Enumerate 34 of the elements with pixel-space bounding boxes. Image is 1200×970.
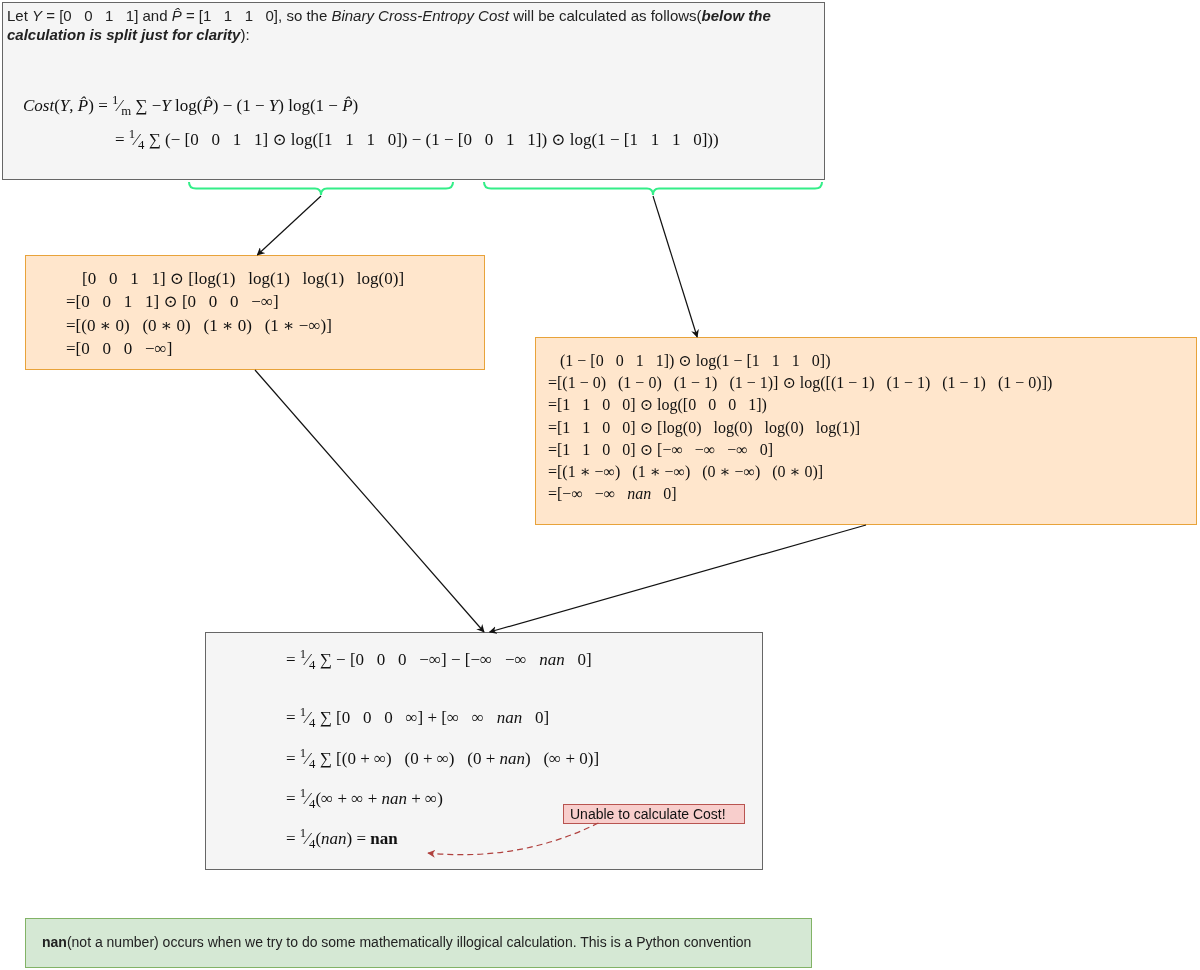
note-panel bbox=[25, 918, 812, 968]
equation-line: = $^{1}$⁄$_{4}$ ∑ (− [0 0 1 1] ⊙ log([1 1 1 0]) − (1 − [0 0 1 1]) ⊙ log(1 − [1 1 1 0])) bbox=[114, 126, 720, 154]
equation-line: Cost(Y, P̂) = $^{1}$⁄$_{m}$ ∑ −Y log(P̂) − (1 − Y) log(1 − P̂) bbox=[22, 92, 360, 119]
calculation-panel bbox=[25, 255, 485, 370]
formula-panel bbox=[2, 2, 825, 180]
equation-line: = $^{1}$⁄$_{4}$ ∑ [(0 + ∞) (0 + ∞) (0 + nan) (∞ + 0)] bbox=[285, 745, 601, 773]
equation-line: =[0 0 0 −∞] bbox=[65, 339, 174, 360]
equation-line: =[1 1 0 0] ⊙ [−∞ −∞ −∞ 0] bbox=[547, 439, 775, 459]
equation-line: =[(1 ∗ −∞) (1 ∗ −∞) (0 ∗ −∞) (0 ∗ 0)] bbox=[547, 461, 825, 482]
curly-brace bbox=[188, 181, 454, 196]
result-panel bbox=[205, 632, 763, 870]
equation-line: =[1 1 0 0] ⊙ [log(0) log(0) log(0) log(1)] bbox=[547, 417, 862, 437]
arrow bbox=[652, 195, 699, 338]
arrow bbox=[488, 524, 867, 634]
arrow bbox=[256, 195, 322, 256]
equation-line: =[(0 ∗ 0) (0 ∗ 0) (1 ∗ 0) (1 ∗ −∞)] bbox=[65, 315, 333, 337]
equation-line: =[(1 − 0) (1 − 0) (1 − 1) (1 − 1)] ⊙ log([(1 − 1) (1 − 1) (1 − 1) (1 − 0)]) bbox=[547, 373, 1054, 393]
equation-line: = $^{1}$⁄$_{4}$(∞ + ∞ + nan + ∞) bbox=[285, 786, 444, 813]
equation-line: =[1 1 0 0] ⊙ log([0 0 0 1]) bbox=[547, 395, 768, 415]
equation-line: (1 − [0 0 1 1]) ⊙ log(1 − [1 1 1 0]) bbox=[559, 351, 832, 371]
warning-tag bbox=[563, 804, 745, 824]
equation-line: = $^{1}$⁄$_{4}$ ∑ − [0 0 0 −∞] − [−∞ −∞ nan 0] bbox=[285, 647, 593, 674]
curly-brace bbox=[483, 181, 823, 196]
warning-text: Unable to calculate Cost! bbox=[570, 806, 727, 822]
note-text: nan(not a number) occurs when we try to do some mathematically illogical calculation. This is a Python convention bbox=[42, 934, 753, 950]
equation-line: [0 0 1 1] ⊙ [log(1) log(1) log(1) log(0)] bbox=[81, 269, 406, 290]
intro-sentence: Let Y = [0 0 1 1] and P̂ = [1 1 1 0], so the Binary Cross-Entropy Cost will be calculated as follows(below the calculation is split just for clarity): bbox=[7, 7, 772, 45]
equation-line: = $^{1}$⁄$_{4}$(nan) = nan bbox=[285, 826, 399, 853]
equation-line: =[0 0 1 1] ⊙ [0 0 0 −∞] bbox=[65, 292, 280, 313]
equation-line: =[−∞ −∞ nan 0] bbox=[547, 484, 678, 504]
arrow bbox=[254, 369, 485, 633]
equation-line: = $^{1}$⁄$_{4}$ ∑ [0 0 0 ∞] + [∞ ∞ nan 0] bbox=[285, 705, 551, 732]
dashed-arrow bbox=[427, 822, 599, 858]
calculation-panel bbox=[535, 337, 1197, 525]
